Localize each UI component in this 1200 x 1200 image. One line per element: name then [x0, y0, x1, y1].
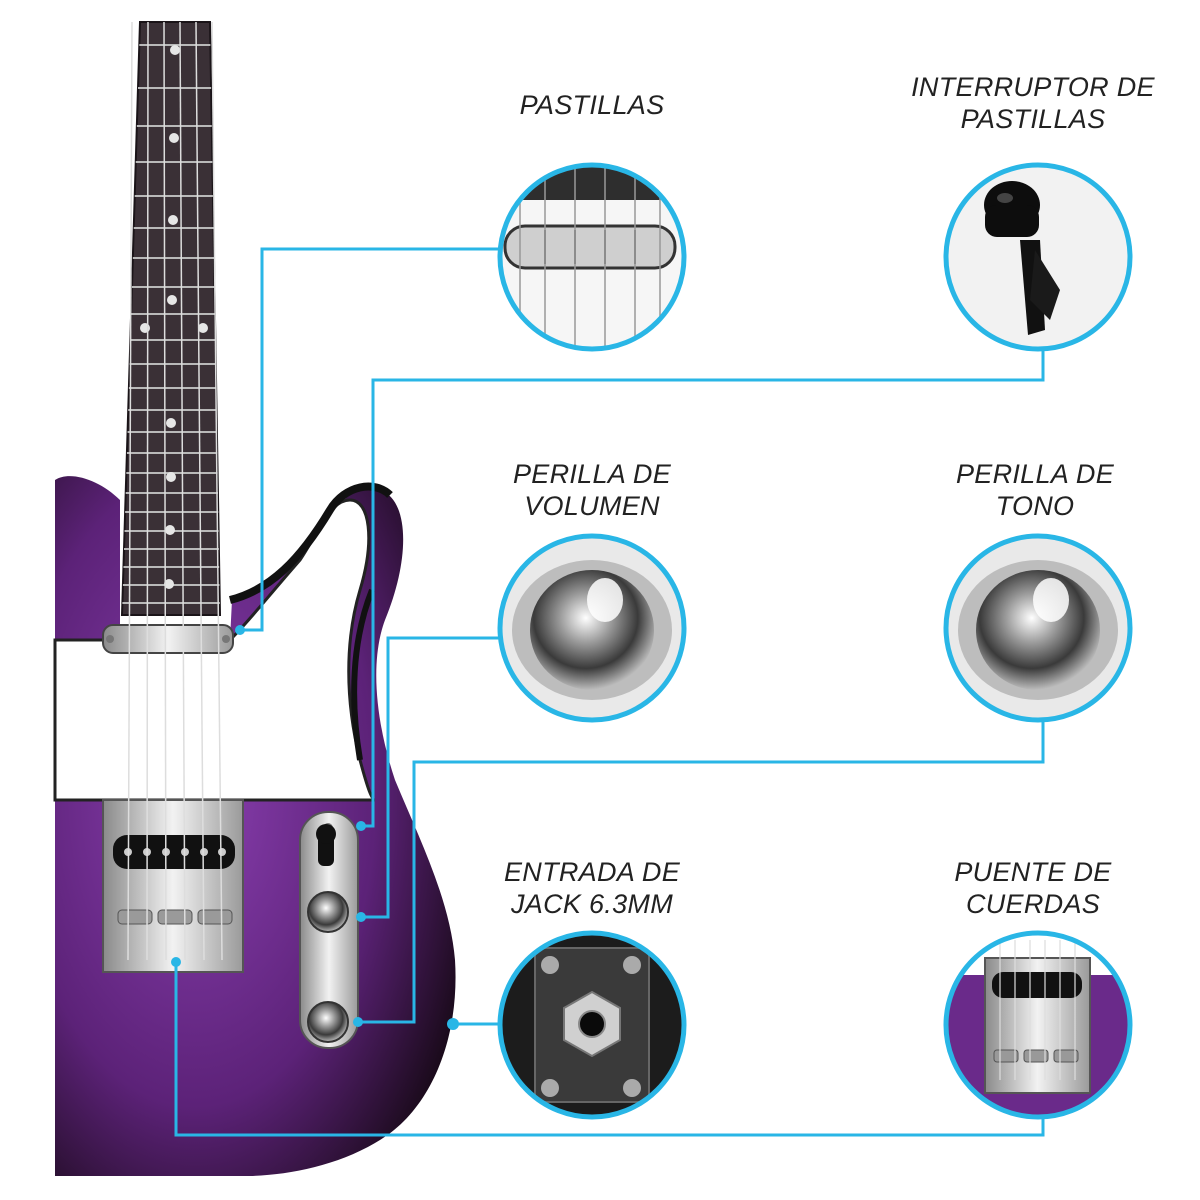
label-interruptor-line2: PASTILLAS: [960, 104, 1106, 134]
knob-icon: [958, 560, 1118, 700]
fret-inlay-dot: [140, 323, 150, 333]
connector-volumen: [360, 636, 500, 919]
callout-jack: [497, 930, 687, 1120]
connector-interruptor: [359, 349, 1045, 828]
label-volumen: PERILLA DE VOLUMEN: [442, 458, 742, 522]
label-puente: PUENTE DE CUERDAS: [883, 856, 1183, 920]
label-pastillas: PASTILLAS: [442, 89, 742, 121]
callout-tono: [943, 533, 1133, 723]
label-tono-line2: TONO: [995, 491, 1075, 521]
bridge-plate: [102, 799, 244, 973]
fret-inlay-dot: [170, 45, 180, 55]
connector-dots: [171, 625, 459, 1030]
label-interruptor-line1: INTERRUPTOR DE: [911, 72, 1155, 102]
control-plate: [299, 811, 359, 1049]
connector-pastillas: [238, 247, 500, 632]
label-jack-line2: JACK 6.3MM: [510, 889, 674, 919]
fret-inlay-dot: [168, 215, 178, 225]
label-jack-line1: ENTRADA DE: [503, 857, 681, 887]
switch-tip-icon: [984, 181, 1060, 335]
bridge-icon: [984, 940, 1091, 1094]
label-tono: PERILLA DE TONO: [885, 458, 1185, 522]
fret-inlay-dot: [166, 418, 176, 428]
connector-lines: [174, 247, 1045, 1137]
fret-inlay-dot: [166, 472, 176, 482]
knob-icon: [512, 560, 672, 700]
callout-puente: [943, 930, 1133, 1120]
pickup-icon: [503, 224, 677, 270]
callout-volumen: [497, 533, 687, 723]
fret-inlay-dot: [165, 525, 175, 535]
label-pastillas-text: PASTILLAS: [519, 90, 665, 120]
strings: [127, 21, 223, 961]
connector-puente: [174, 962, 1045, 1137]
callout-interruptor: [943, 162, 1133, 352]
label-interruptor: INTERRUPTOR DE PASTILLAS: [883, 71, 1183, 135]
label-tono-line1: PERILLA DE: [955, 459, 1115, 489]
label-puente-line2: CUERDAS: [965, 889, 1101, 919]
jack-icon: [534, 947, 650, 1103]
label-puente-line1: PUENTE DE: [954, 857, 1112, 887]
label-jack: ENTRADA DE JACK 6.3MM: [442, 856, 742, 920]
neck-pickup: [102, 624, 234, 654]
fret-inlay-dot: [164, 579, 174, 589]
connector-tono: [358, 722, 1045, 1024]
fret-inlay-dot: [198, 323, 208, 333]
label-volumen-line1: PERILLA DE: [512, 459, 672, 489]
fret-inlay-dot: [169, 133, 179, 143]
callout-pastillas: [497, 162, 687, 352]
fret-inlay-dot: [167, 295, 177, 305]
fretboard: [120, 21, 222, 616]
label-volumen-line2: VOLUMEN: [524, 491, 660, 521]
